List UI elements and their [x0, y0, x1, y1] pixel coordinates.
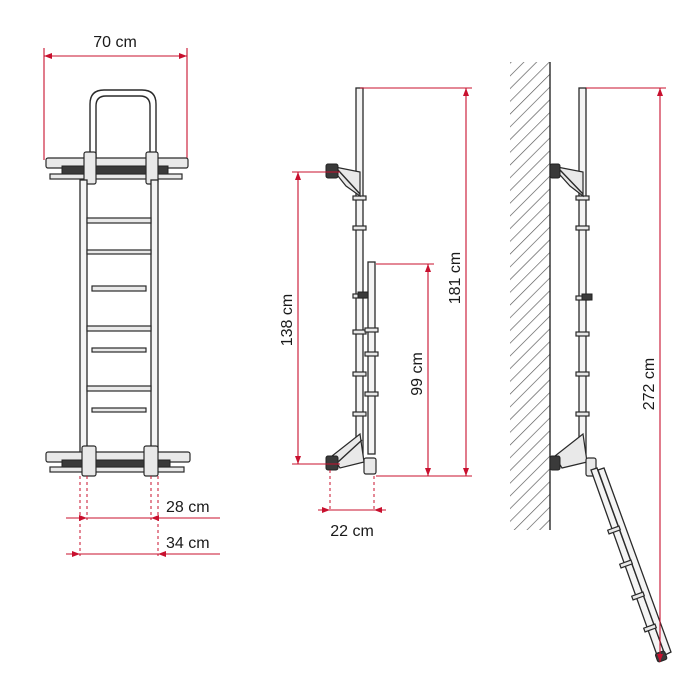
- top-mount-bracket: [45, 151, 189, 185]
- label-height-lower: 99 cm: [409, 352, 426, 396]
- label-height-extended: 272 cm: [641, 358, 658, 410]
- dimension-width-mid: 28 cm: [66, 499, 220, 521]
- label-height-total: 181 cm: [447, 252, 464, 304]
- ladder-side-view: 138 cm 181 cm 99 cm 22 cm: [279, 87, 472, 540]
- side-main-rail: [355, 87, 364, 461]
- dimension-height-extended: 272 cm: [586, 87, 666, 662]
- side-top-bracket: [325, 163, 361, 198]
- dimension-width-top: 70 cm: [43, 34, 188, 160]
- right-rail: [150, 179, 159, 459]
- side-lower-rail: [367, 261, 376, 455]
- label-width-top: 70 cm: [93, 34, 137, 51]
- extended-lower-ladder: [590, 467, 672, 663]
- handle-loop: [89, 89, 157, 160]
- dimension-height-lower: 99 cm: [376, 263, 434, 476]
- wall-bottom-bracket: [549, 432, 597, 477]
- wall-view-rail: [578, 87, 587, 461]
- label-depth: 22 cm: [330, 523, 374, 540]
- label-height-mount: 138 cm: [279, 294, 296, 346]
- ladder-front-view: 70 cm: [43, 34, 220, 557]
- wall-top-bracket: [549, 163, 584, 198]
- label-width-mid: 28 cm: [166, 499, 210, 516]
- dimension-height-mount: 138 cm: [279, 171, 340, 465]
- rungs: [86, 217, 152, 413]
- bottom-mount-bracket: [45, 445, 191, 477]
- left-rail: [79, 179, 88, 459]
- wall-hatching: [510, 62, 550, 530]
- label-width-bottom: 34 cm: [166, 535, 210, 552]
- ladder-wall-mounted-view: 272 cm: [510, 62, 672, 663]
- dimension-width-bottom: 34 cm: [66, 535, 220, 557]
- dimension-depth: 22 cm: [318, 470, 386, 540]
- dimension-height-total: 181 cm: [360, 87, 472, 477]
